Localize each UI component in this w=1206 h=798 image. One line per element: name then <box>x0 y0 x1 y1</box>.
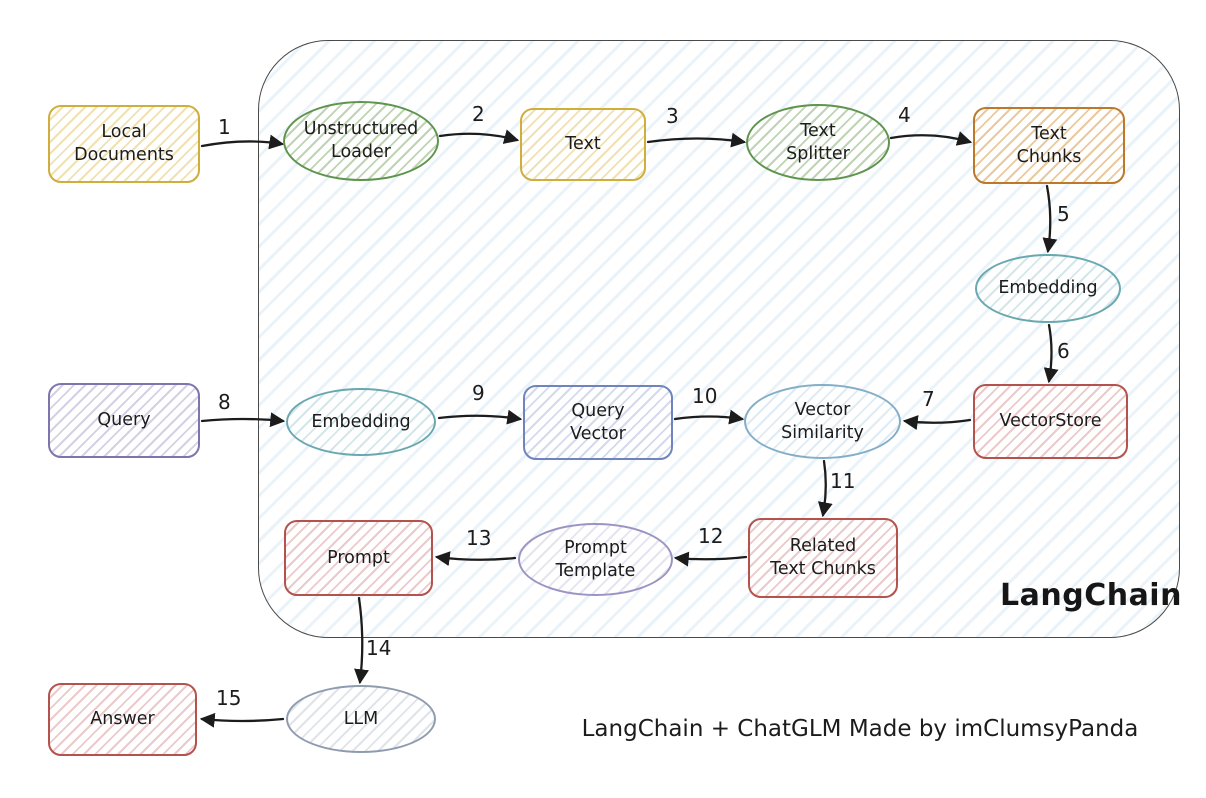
node-label: LLM <box>343 708 379 729</box>
node-unstructured-loader: Unstructured Loader <box>283 101 439 181</box>
edge-label-13: 13 <box>466 526 492 550</box>
node-text-chunks: Text Chunks <box>973 107 1125 184</box>
node-label: Text <box>565 134 601 155</box>
node-vector-similarity: Vector Similarity <box>744 384 901 459</box>
langchain-container-label: LangChain <box>1000 578 1182 613</box>
node-label: VectorStore <box>999 411 1102 432</box>
node-label: Prompt <box>327 547 390 568</box>
node-query: Query <box>48 383 200 458</box>
edge-label-12: 12 <box>698 524 724 548</box>
node-vectorstore: VectorStore <box>973 384 1128 459</box>
edge-label-14: 14 <box>366 636 392 660</box>
node-label: Text Splitter <box>786 120 850 164</box>
node-label: Query <box>97 410 151 431</box>
edge-label-8: 8 <box>218 390 231 414</box>
node-label: Text Chunks <box>1016 123 1082 167</box>
node-label: Embedding <box>311 411 411 432</box>
node-embedding-query: Embedding <box>286 388 436 456</box>
node-label: Answer <box>90 709 155 730</box>
node-related-text-chunks: Related Text Chunks <box>748 518 898 598</box>
edge-label-11: 11 <box>830 469 856 493</box>
edge-label-3: 3 <box>666 104 679 128</box>
edge-label-5: 5 <box>1057 202 1070 226</box>
edge-label-7: 7 <box>922 387 935 411</box>
node-embedding-docs: Embedding <box>975 254 1121 323</box>
node-label: Related Text Chunks <box>770 536 876 579</box>
edge-label-9: 9 <box>472 381 485 405</box>
node-label: Query Vector <box>570 400 626 444</box>
node-text-splitter: Text Splitter <box>746 104 890 181</box>
node-llm: LLM <box>286 685 436 753</box>
node-label: Unstructured Loader <box>303 119 419 162</box>
arrow-15 <box>199 712 285 728</box>
node-answer: Answer <box>48 683 197 756</box>
node-label: Local Documents <box>74 122 174 165</box>
node-text: Text <box>520 108 646 181</box>
edge-label-10: 10 <box>692 384 718 408</box>
node-prompt: Prompt <box>284 520 433 596</box>
edge-label-6: 6 <box>1057 339 1070 363</box>
node-query-vector: Query Vector <box>523 385 673 460</box>
edge-label-2: 2 <box>472 102 485 126</box>
node-label: Prompt Template <box>555 537 636 581</box>
edge-label-1: 1 <box>218 115 231 139</box>
diagram-caption: LangChain + ChatGLM Made by imClumsyPand… <box>581 716 1139 742</box>
edge-label-15: 15 <box>216 686 242 710</box>
edge-label-4: 4 <box>898 103 911 127</box>
node-label: Vector Similarity <box>781 399 864 443</box>
node-local-documents: Local Documents <box>48 105 200 183</box>
node-label: Embedding <box>998 278 1098 299</box>
node-prompt-template: Prompt Template <box>518 523 673 596</box>
